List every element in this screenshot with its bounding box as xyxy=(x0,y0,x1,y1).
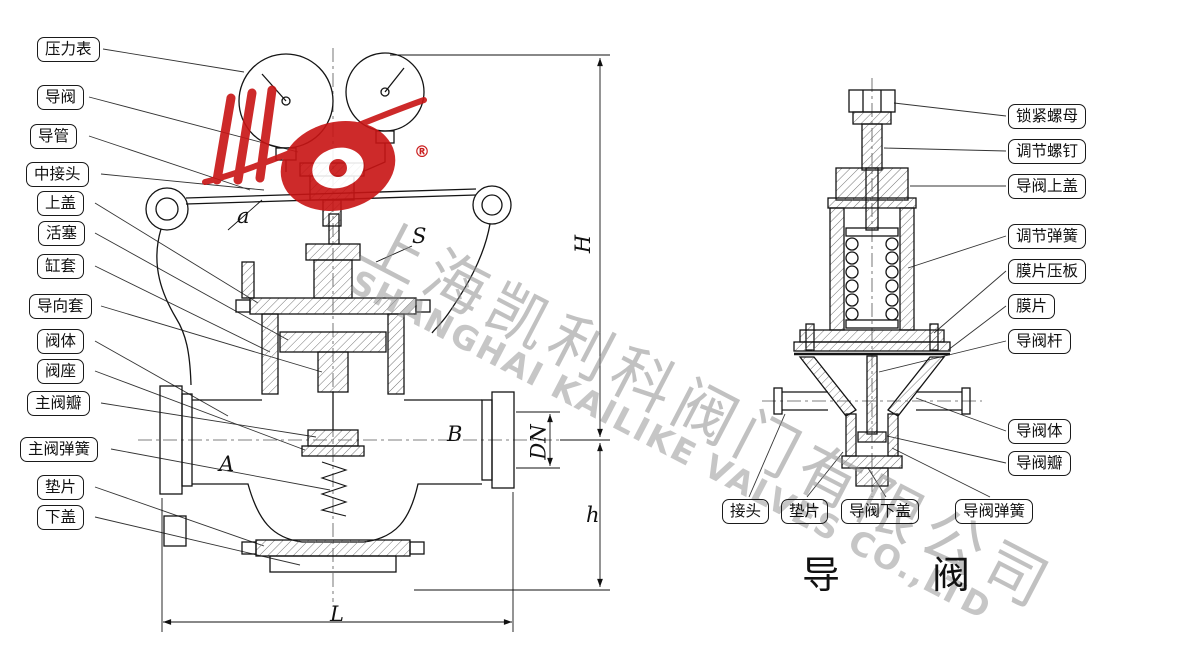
label-pilot-upper-cover: 导阀上盖 xyxy=(1008,174,1087,200)
label-pilot-body: 导阀体 xyxy=(1008,419,1071,445)
label-pilot-spring: 导阀弹簧 xyxy=(955,499,1034,525)
pilot-valve-caption: 导阀 xyxy=(802,553,1063,597)
leader-lines xyxy=(88,48,1007,566)
dim-S: S xyxy=(412,224,427,248)
label-cylinder-sleeve: 缸套 xyxy=(37,254,85,280)
brand-logo xyxy=(202,85,427,211)
label-joint: 接头 xyxy=(722,499,770,525)
dim-H: H xyxy=(571,234,596,254)
label-adjusting-screw: 调节螺钉 xyxy=(1008,139,1087,165)
label-diaphragm: 膜片 xyxy=(1008,294,1056,320)
label-pilot-gasket: 垫片 xyxy=(781,499,829,525)
label-lock-nut: 锁紧螺母 xyxy=(1008,104,1087,130)
label-guide-sleeve: 导向套 xyxy=(29,294,92,320)
label-main-spring: 主阀弹簧 xyxy=(20,437,99,463)
label-upper-cover: 上盖 xyxy=(37,191,85,217)
label-diaphragm-plate: 膜片压板 xyxy=(1008,259,1087,285)
label-piston: 活塞 xyxy=(38,221,86,247)
label-guide-tube: 导管 xyxy=(30,124,78,150)
label-pilot-valve: 导阀 xyxy=(37,85,85,111)
label-valve-body: 阀体 xyxy=(37,329,85,355)
dim-h: h xyxy=(586,503,600,527)
pilot-valve-drawing xyxy=(773,89,971,487)
label-lower-cover: 下盖 xyxy=(37,505,85,531)
dim-a: a xyxy=(237,204,250,228)
dimension-lines xyxy=(161,54,610,632)
label-middle-joint: 中接头 xyxy=(26,162,89,188)
dim-B: B xyxy=(447,422,463,446)
label-pressure-gauge: 压力表 xyxy=(37,37,100,63)
label-pilot-stem: 导阀杆 xyxy=(1008,329,1071,355)
label-main-disc: 主阀瓣 xyxy=(27,391,90,417)
label-adjusting-spring: 调节弹簧 xyxy=(1008,224,1087,250)
label-gasket: 垫片 xyxy=(37,475,85,501)
spring-coils xyxy=(845,237,899,321)
dim-DN: DN xyxy=(526,424,551,460)
label-pilot-disc: 导阀瓣 xyxy=(1008,451,1071,477)
dim-A: A xyxy=(219,452,235,476)
dim-L: L xyxy=(330,602,344,626)
label-pilot-lower-cover: 导阀下盖 xyxy=(841,499,920,525)
label-valve-seat: 阀座 xyxy=(37,359,85,385)
